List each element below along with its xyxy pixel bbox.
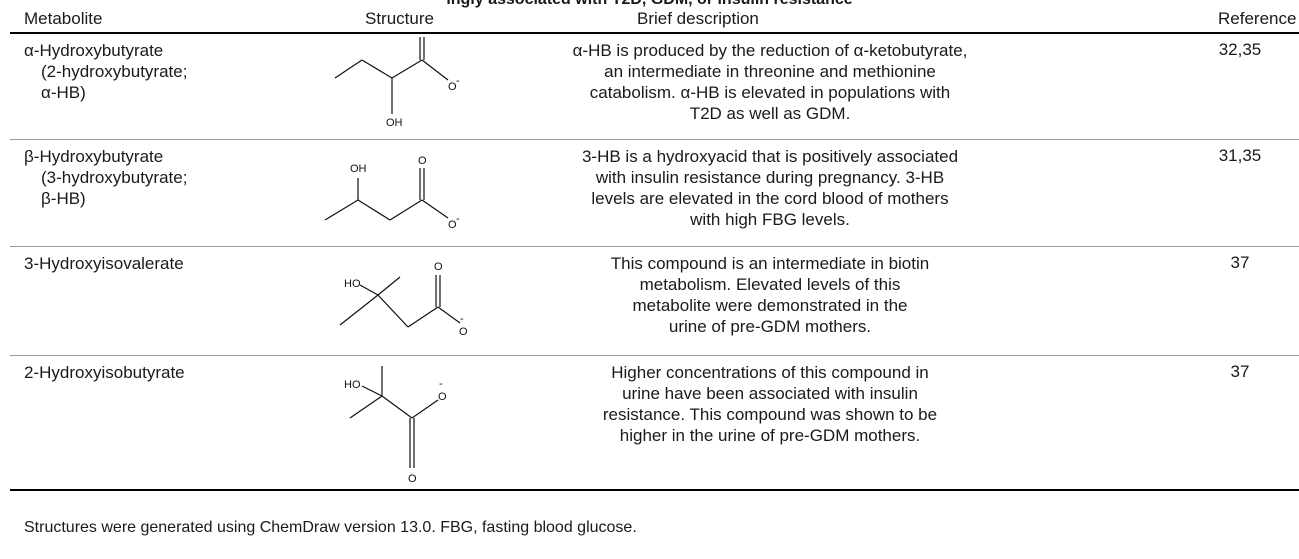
reference: 37 (1230, 253, 1250, 272)
metabolite-line: α-Hydroxybutyrate (24, 41, 164, 60)
metabolite-line: (2-hydroxybutyrate; (41, 62, 188, 81)
description: Higher concentrations of this compound i… (530, 362, 1010, 446)
reference: 31,35 (1218, 146, 1262, 165)
description: α-HB is produced by the reduction of α-k… (530, 40, 1010, 124)
metabolite-line: 3-Hydroxyisovalerate (24, 254, 184, 273)
reference: 32,35 (1218, 40, 1262, 59)
structure-alpha-hb: O O - OH (334, 37, 460, 129)
charge-label: - (439, 378, 443, 390)
header-structure: Structure (365, 9, 434, 28)
header-reference: Reference (1218, 9, 1297, 28)
atom-label: O (448, 81, 457, 93)
atom-label: O (459, 326, 468, 338)
atom-label: HO (344, 379, 361, 391)
metabolite-name: 3-Hydroxyisovalerate (24, 253, 184, 274)
structure-3-hydroxyisovalerate: HO O O - (339, 261, 468, 338)
description-line: with high FBG levels. (690, 210, 850, 229)
charge-label: - (460, 313, 464, 325)
description: 3-HB is a hydroxyacid that is positively… (530, 146, 1010, 230)
description-line: This compound is an intermediate in biot… (610, 254, 930, 273)
table-title: ingly associated with T2D, GDM, or insul… (0, 0, 1299, 9)
description-line: levels are elevated in the cord blood of… (591, 189, 949, 208)
table-row: α-Hydroxybutyrate (2-hydroxybutyrate; α-… (10, 34, 1299, 140)
metabolite-line: 2-Hydroxyisobutyrate (24, 363, 185, 382)
atom-label: OH (386, 117, 403, 129)
atom-label: OH (350, 163, 367, 175)
charge-label: - (456, 213, 460, 225)
header-metabolite: Metabolite (24, 9, 103, 28)
description-line: metabolism. Elevated levels of this (639, 275, 901, 294)
metabolite-line: α-HB) (41, 83, 86, 102)
table-row: β-Hydroxybutyrate (3-hydroxybutyrate; β-… (10, 140, 1299, 247)
atom-label: O (408, 473, 417, 485)
description-line: metabolite were demonstrated in the (632, 296, 908, 315)
table-row: 2-Hydroxyisobutyrate HO O - O Higher con… (10, 356, 1299, 491)
metabolite-name: 2-Hydroxyisobutyrate (24, 362, 185, 383)
reference: 37 (1230, 362, 1250, 381)
description-line: α-HB is produced by the reduction of α-k… (572, 41, 968, 60)
table-row: 3-Hydroxyisovalerate HO O O - This compo… (10, 247, 1299, 356)
description-line: urine of pre-GDM mothers. (668, 317, 872, 336)
description-line: with insulin resistance during pregnancy… (595, 168, 945, 187)
atom-label: O (434, 261, 443, 273)
atom-label: HO (344, 278, 361, 290)
description-line: an intermediate in threonine and methion… (604, 62, 936, 81)
charge-label: - (456, 75, 460, 87)
table-footnote: Structures were generated using ChemDraw… (24, 519, 637, 536)
metabolite-line: β-HB) (41, 189, 86, 208)
description-line: T2D as well as GDM. (689, 104, 851, 123)
metabolite-name: α-Hydroxybutyrate (2-hydroxybutyrate; α-… (24, 40, 187, 103)
description: This compound is an intermediate in biot… (530, 253, 1010, 337)
atom-label: O (448, 219, 457, 231)
description-line: catabolism. α-HB is elevated in populati… (589, 83, 951, 102)
structure-beta-hb: OH O O - (324, 155, 460, 231)
description-line: urine have been associated with insulin (622, 384, 918, 403)
atom-label: O (418, 155, 427, 167)
metabolite-name: β-Hydroxybutyrate (3-hydroxybutyrate; β-… (24, 146, 187, 209)
metabolite-line: β-Hydroxybutyrate (24, 147, 164, 166)
metabolite-line: (3-hydroxybutyrate; (41, 168, 188, 187)
description-line: higher in the urine of pre-GDM mothers. (619, 426, 921, 445)
header-description: Brief description (637, 9, 759, 28)
atom-label: O (438, 391, 447, 403)
description-line: resistance. This compound was shown to b… (602, 405, 938, 424)
description-line: Higher concentrations of this compound i… (611, 363, 929, 382)
structure-2-hydroxyisobutyrate: HO O - O (344, 366, 447, 485)
description-line: 3-HB is a hydroxyacid that is positively… (581, 147, 959, 166)
table-header: Metabolite Structure Brief description R… (10, 0, 1299, 34)
